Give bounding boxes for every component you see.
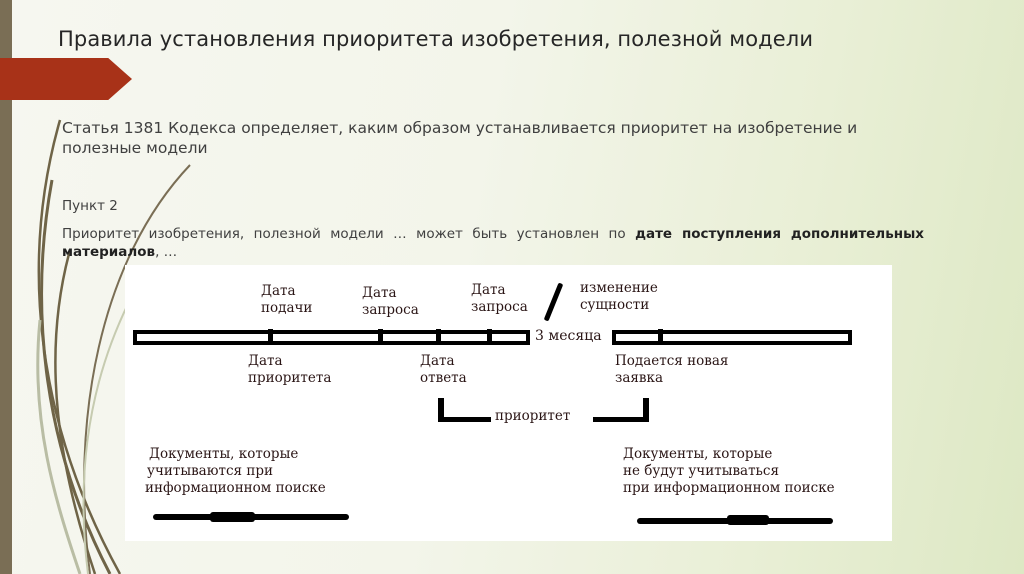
intro-text: Статья 1381 Кодекса определяет, каким об… — [62, 119, 858, 157]
bracket-right-edge — [643, 398, 649, 422]
line-included-docs-thick — [210, 512, 255, 522]
bracket-label: приоритет — [495, 408, 571, 424]
tick-new-application — [658, 329, 663, 344]
clause-text-bold: дате поступления дополнительных материал… — [62, 226, 924, 260]
tick-response — [436, 329, 441, 344]
tick-request-2 — [487, 329, 492, 344]
clause-text-end: , … — [155, 244, 178, 260]
title-accent-arrow — [0, 58, 132, 100]
note-included-docs: Документы, которые учитываются при инфор… — [145, 446, 326, 496]
timeline-bar-left — [133, 330, 530, 345]
tick-filing — [268, 329, 273, 344]
line-excluded-docs-thick — [727, 515, 769, 525]
bracket-left-line — [438, 417, 491, 422]
note-excluded-docs: Документы, которые не будут учитываться … — [623, 446, 835, 496]
clause-text-start: Приоритет изобретения, полезной модели …… — [62, 226, 636, 242]
slide-title: Правила установления приоритета изобрете… — [58, 27, 814, 51]
clause-label: Пункт 2 — [62, 198, 118, 214]
bracket-left-edge — [438, 398, 444, 422]
timeline-bar-right — [612, 330, 852, 345]
bracket-right-line — [593, 417, 649, 422]
gap-label: 3 месяца — [535, 328, 602, 344]
clause-text: Приоритет изобретения, полезной модели …… — [62, 225, 924, 261]
tick-request-1 — [378, 329, 383, 344]
sidebar-stripe — [0, 0, 12, 574]
